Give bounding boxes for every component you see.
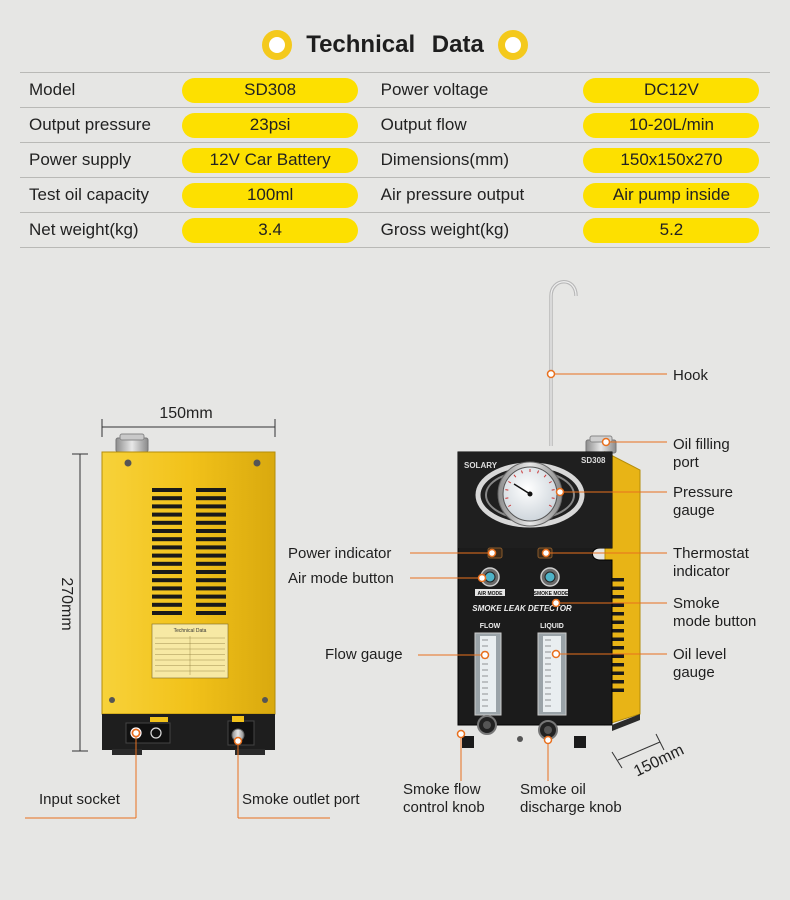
- svg-text:SMOKE MODE: SMOKE MODE: [534, 591, 569, 597]
- section-title: Technical Data: [0, 22, 790, 68]
- height-label: 270mm: [58, 577, 75, 630]
- spec-value: 10-20L/min: [583, 112, 760, 138]
- callout-lines: [25, 369, 667, 819]
- brand-label: SOLARY: [464, 461, 498, 470]
- title-circle-right-icon: [497, 30, 528, 60]
- spec-value: 5.2: [583, 217, 760, 243]
- callout-smoke-outlet-port: Smoke outlet port: [242, 791, 360, 808]
- width-dimension: [101, 419, 276, 437]
- depth-dimension: [611, 733, 665, 769]
- callout-flow-gauge: Flow gauge: [325, 646, 403, 663]
- spec-label: Output flow: [368, 107, 582, 143]
- callout-hook: Hook: [673, 367, 709, 384]
- spec-value: 100ml: [182, 182, 359, 208]
- spec-label: Net weight(kg): [20, 212, 181, 248]
- spec-value: SD308: [182, 77, 359, 103]
- callout-air-mode-button: Air mode button: [288, 570, 394, 587]
- width-label: 150mm: [159, 405, 212, 422]
- spec-value: 23psi: [182, 112, 359, 138]
- back-vents-icon: [152, 488, 226, 615]
- title-circle-left-icon: [262, 30, 293, 60]
- spec-value: 12V Car Battery: [182, 147, 359, 173]
- device-front-view: SOLARY SD308 AIR MODE SMOKE MODE SMOKE L…: [457, 280, 641, 748]
- svg-text:LIQUID: LIQUID: [540, 623, 564, 630]
- spec-label: Air pressure output: [368, 177, 582, 213]
- spec-row: Net weight(kg)3.4 Gross weight(kg)5.2: [20, 212, 770, 248]
- depth-label: 150mm: [631, 742, 686, 781]
- panel-title: SMOKE LEAK DETECTOR: [472, 604, 572, 613]
- hook-icon: [549, 280, 578, 446]
- side-vents-icon: [612, 578, 624, 692]
- device-back-view: Technical Data: [101, 433, 276, 755]
- svg-text:FLOW: FLOW: [480, 623, 501, 630]
- model-label: SD308: [581, 456, 606, 465]
- spec-label: Power supply: [20, 142, 181, 178]
- svg-text:AIR MODE: AIR MODE: [478, 591, 504, 597]
- spec-label: Output pressure: [20, 107, 181, 143]
- spec-value: DC12V: [583, 77, 760, 103]
- height-dimension: [72, 453, 88, 752]
- svg-text:Technical Data: Technical Data: [174, 628, 207, 634]
- callout-power-indicator: Power indicator: [288, 545, 392, 562]
- spec-value: 150x150x270: [583, 147, 760, 173]
- input-socket-black-icon: [150, 727, 162, 739]
- spec-label: Dimensions(mm): [368, 142, 582, 178]
- spec-label: Gross weight(kg): [368, 212, 582, 248]
- spec-value: 3.4: [182, 217, 359, 243]
- page-title: Technical Data: [306, 31, 484, 58]
- spec-label: Power voltage: [368, 72, 582, 108]
- spec-value: Air pump inside: [583, 182, 760, 208]
- spec-label: Model: [20, 72, 181, 108]
- spec-label: Test oil capacity: [20, 177, 181, 213]
- callout-input-socket: Input socket: [39, 791, 120, 808]
